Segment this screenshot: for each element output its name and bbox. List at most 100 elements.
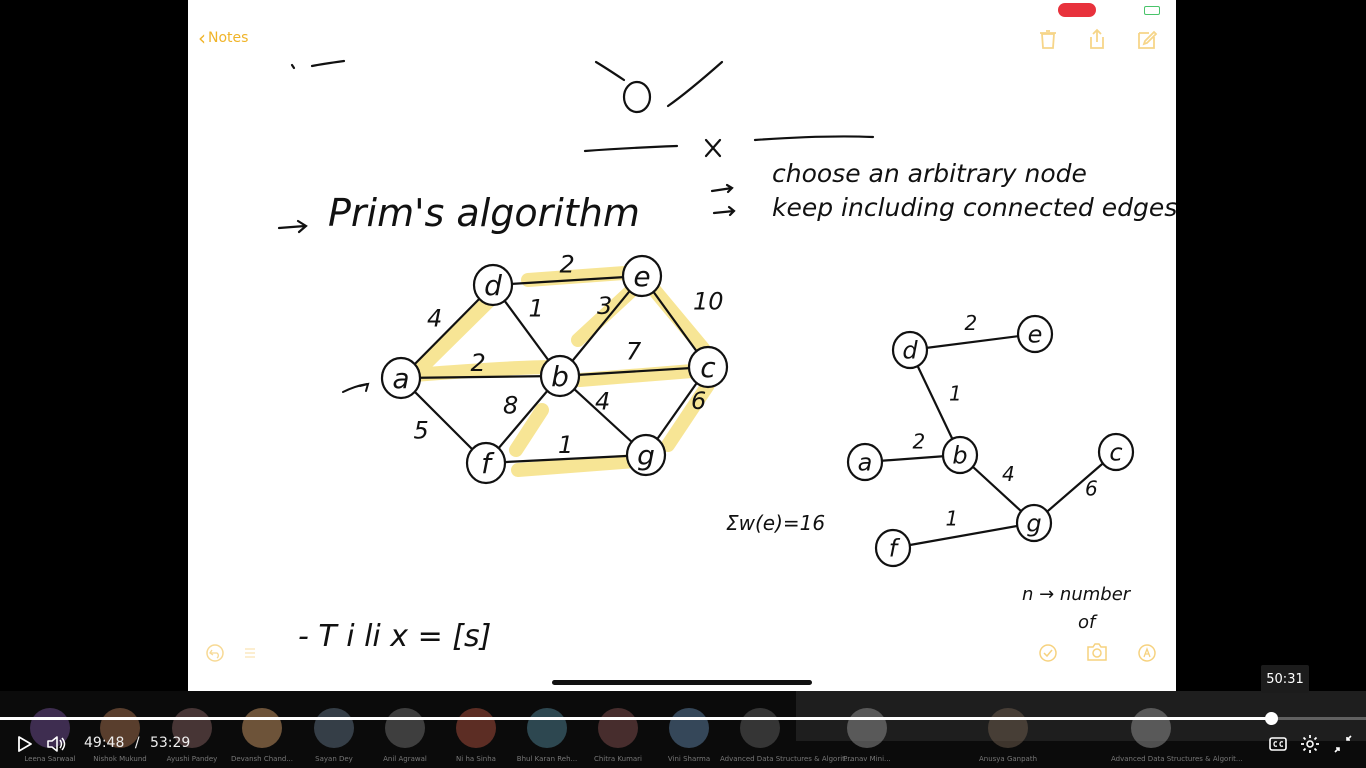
- captions-icon[interactable]: [1268, 734, 1288, 754]
- divider-lines: [583, 135, 875, 153]
- edge-d-b: [909, 349, 961, 456]
- edge-weight-c-g: 6: [691, 387, 706, 415]
- participant-name: Ayushi Pandey: [166, 755, 218, 763]
- participant-avatar: [314, 708, 354, 748]
- divider-x: [704, 138, 722, 158]
- participant-name: Leena Sarwaal: [24, 755, 76, 763]
- participant-avatar: [100, 708, 140, 748]
- edge-e-b: [559, 275, 643, 377]
- home-indicator: [552, 680, 812, 685]
- edge-weight-f-g: 1: [946, 507, 959, 531]
- node-c: [687, 345, 729, 389]
- node-label-b: b: [551, 360, 569, 393]
- exit-fullscreen-icon[interactable]: [1333, 734, 1353, 754]
- node-e: [621, 254, 663, 298]
- node-f: [465, 441, 507, 485]
- edge-d-e: [492, 274, 643, 287]
- node-d: [472, 263, 514, 307]
- edge-d-e: [909, 332, 1036, 352]
- node-g: [1015, 503, 1053, 543]
- edge-weight-d-b: 1: [949, 382, 962, 406]
- highlighter-marks: [407, 265, 715, 477]
- participant-avatar: [669, 708, 709, 748]
- node-b: [941, 435, 979, 475]
- scribble-top-stroke: [666, 60, 724, 108]
- edge-weight-a-f: 5: [414, 417, 429, 445]
- markup-icon[interactable]: [1137, 643, 1157, 663]
- note-n-number: n → number: [1022, 584, 1132, 605]
- bullet-line-2: keep including connected edges: [772, 193, 1176, 222]
- node-b: [539, 354, 581, 398]
- undo-icon[interactable]: [205, 643, 225, 663]
- current-time: 49:48: [84, 735, 125, 751]
- edge-weight-c-g: 6: [1085, 477, 1098, 501]
- participant-avatar: [740, 708, 780, 748]
- checkmark-icon[interactable]: [1038, 643, 1058, 663]
- start-arrow: [342, 382, 370, 393]
- bottom-partial-line: - T i li x = [s]: [298, 619, 491, 654]
- edge-weight-d-b: 1: [529, 295, 544, 323]
- edge-weight-a-b: 2: [913, 430, 926, 454]
- node-label-a: a: [858, 448, 873, 476]
- edge-weight-b-g: 4: [1002, 462, 1015, 486]
- node-label-g: g: [637, 439, 655, 472]
- edge-f-g: [485, 453, 647, 465]
- edge-b-c: [559, 365, 709, 378]
- participant-name: Chitra Kumari: [593, 755, 642, 763]
- participant-avatar: [847, 708, 887, 748]
- participant-name: Vini Sharma: [667, 755, 711, 763]
- node-g: [625, 433, 667, 477]
- heading-prims-algorithm: Prim's algorithm: [328, 191, 640, 235]
- node-a: [846, 442, 884, 482]
- edge-weight-d-a: 4: [427, 305, 442, 333]
- progress-scrubber[interactable]: [1265, 712, 1279, 725]
- participant-avatar: [1131, 708, 1171, 748]
- volume-icon[interactable]: [46, 734, 66, 754]
- share-icon[interactable]: [1086, 28, 1108, 50]
- node-label-c: c: [1109, 438, 1122, 466]
- battery-icon: [1144, 6, 1160, 15]
- edge-f-g: [892, 521, 1035, 550]
- node-f: [874, 528, 912, 568]
- time-separator: /: [134, 735, 140, 751]
- node-label-a: a: [392, 362, 409, 395]
- bullet-line-1: choose an arbitrary node: [772, 159, 1087, 188]
- participant-avatar: [172, 708, 212, 748]
- participant-avatar: [385, 708, 425, 748]
- node-a: [380, 356, 422, 400]
- node-label-d: d: [902, 336, 918, 364]
- trash-icon[interactable]: [1037, 28, 1059, 50]
- camera-icon[interactable]: [1086, 642, 1108, 662]
- compose-icon[interactable]: [1136, 28, 1158, 50]
- hover-time-tooltip: 50:31: [1261, 665, 1309, 693]
- participant-name: Advanced Data Structures & Algorit...: [720, 755, 852, 763]
- node-d: [891, 330, 929, 370]
- bullet-arrow-1: [710, 183, 734, 194]
- participant-name: Pranav Mini...: [843, 755, 891, 763]
- edge-weight-f-g: 1: [558, 431, 573, 459]
- participant-avatar: [242, 708, 282, 748]
- bullet-arrow-2: [712, 205, 736, 217]
- scribble-top-mid: [594, 60, 626, 82]
- edge-weight-b-g: 4: [595, 388, 610, 416]
- scribble-top-left: [290, 59, 346, 70]
- redo-icon[interactable]: [240, 643, 260, 663]
- edge-weight-d-e: 2: [560, 251, 575, 279]
- node-label-d: d: [484, 269, 502, 302]
- edge-weight-e-b: 3: [597, 292, 612, 320]
- chevron-left-icon: ‹: [198, 26, 206, 50]
- duration: 53:29: [149, 735, 191, 751]
- settings-gear-icon[interactable]: [1300, 734, 1320, 754]
- participant-name: Bhul Karan Reh...: [516, 755, 578, 763]
- participant-avatar: [527, 708, 567, 748]
- progress-fill: [0, 717, 1272, 720]
- node-label-g: g: [1026, 509, 1041, 537]
- node-e: [1016, 314, 1054, 354]
- play-icon[interactable]: [14, 734, 34, 754]
- notes-back-button[interactable]: ‹ Notes: [198, 26, 248, 50]
- participant-avatar: [598, 708, 638, 748]
